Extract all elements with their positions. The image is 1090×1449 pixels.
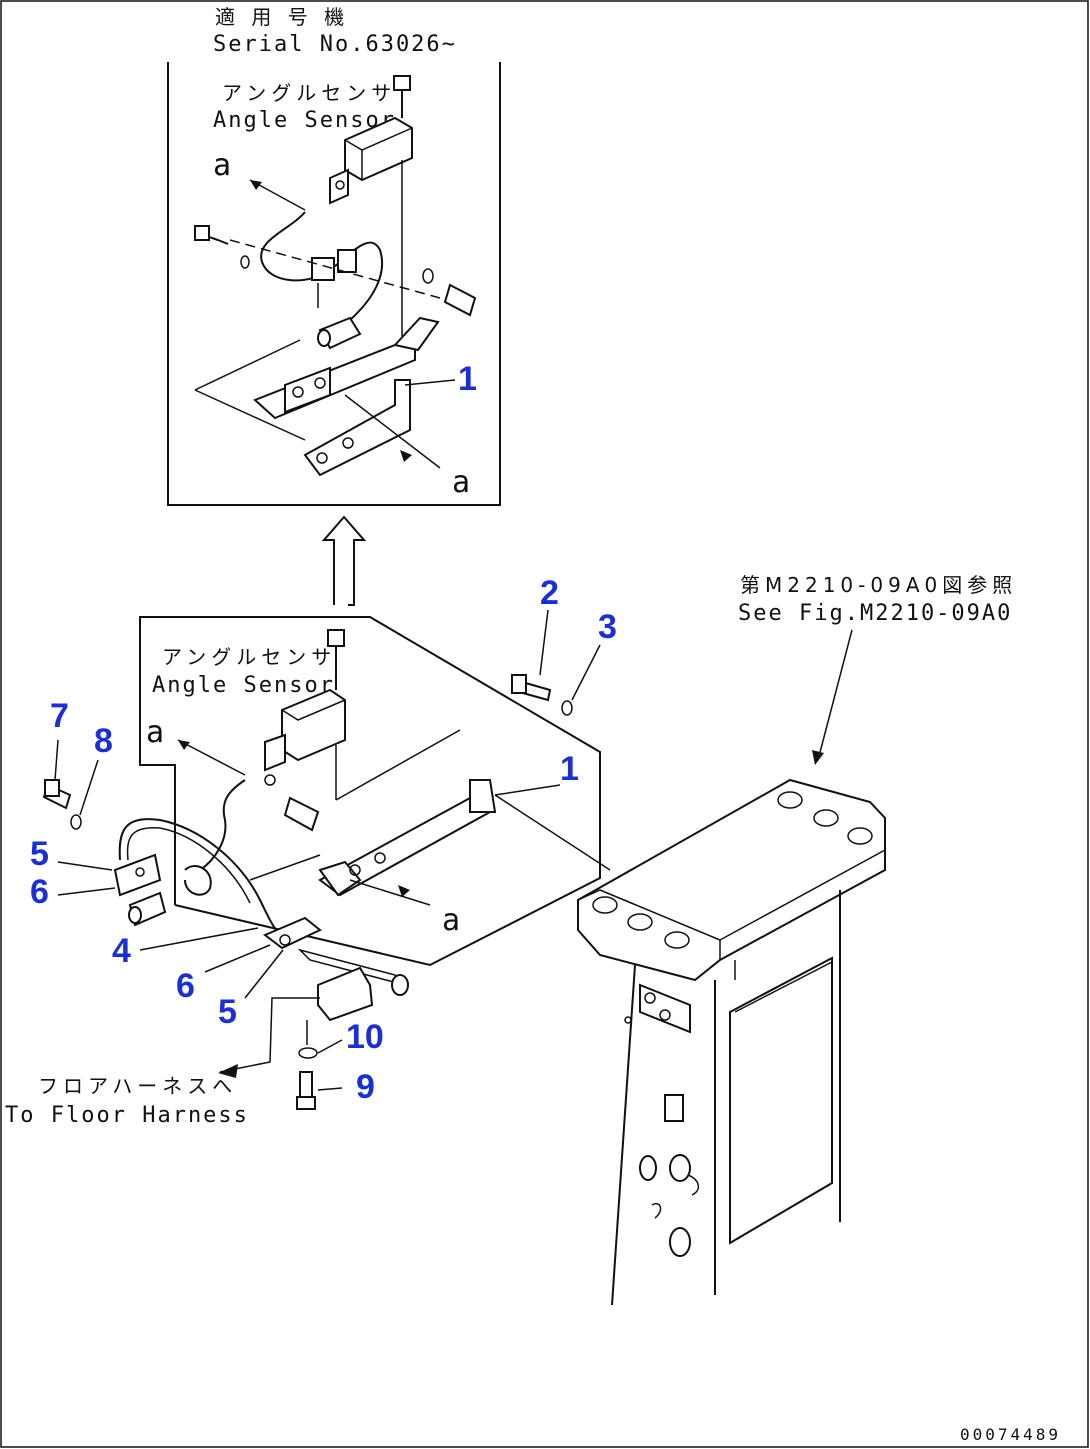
callout-8: 8 [94, 722, 113, 760]
inset-mark-bottom: a [452, 465, 470, 500]
reference-label-jp: 第M2210-09A0図参照 [740, 573, 1017, 597]
callout-5b: 5 [218, 993, 237, 1031]
callout-6: 6 [30, 873, 49, 911]
callout-7: 7 [50, 697, 69, 735]
reference-leader [817, 629, 853, 761]
callout-10: 10 [346, 1018, 384, 1056]
inset-header-serial: Serial No.63026~ [213, 32, 457, 57]
callout-9: 9 [356, 1068, 375, 1106]
drawing-code: 00074489 [960, 1425, 1061, 1444]
inset-angle-sensor-assembly [194, 75, 477, 477]
callout-2: 2 [540, 574, 559, 612]
callout-6b: 6 [176, 967, 195, 1005]
main-mark-left: a [146, 715, 164, 750]
reference-label-en: See Fig.M2210-09A0 [738, 601, 1012, 626]
callout-5: 5 [30, 835, 49, 873]
inset-sensor-jp: アングルセンサ [222, 81, 396, 105]
bolt-2-and-washer-3 [510, 609, 601, 716]
main-sensor-en: Angle Sensor [152, 673, 335, 698]
callout-3: 3 [598, 608, 617, 646]
callout-1: 1 [560, 750, 579, 788]
main-detail-frame [139, 616, 601, 967]
harness-label-en: To Floor Harness [5, 1103, 249, 1128]
main-mark-right: a [442, 903, 460, 938]
arrow-up-to-inset [321, 515, 367, 606]
inset-header-jp: 適 用 号 機 [215, 5, 349, 29]
harness-clamp-parts [42, 739, 409, 1110]
main-angle-sensor-assembly [177, 629, 611, 906]
inset-callout-1: 1 [458, 360, 477, 398]
main-sensor-jp: アングルセンサ [162, 645, 336, 669]
callout-4: 4 [112, 932, 131, 970]
harness-label-jp: フロアハーネスへ [38, 1074, 237, 1098]
inset-frame [167, 62, 501, 506]
inset-mark-top: a [213, 148, 231, 183]
inset-sensor-en: Angle Sensor [213, 108, 396, 133]
column-structure [577, 778, 886, 1306]
